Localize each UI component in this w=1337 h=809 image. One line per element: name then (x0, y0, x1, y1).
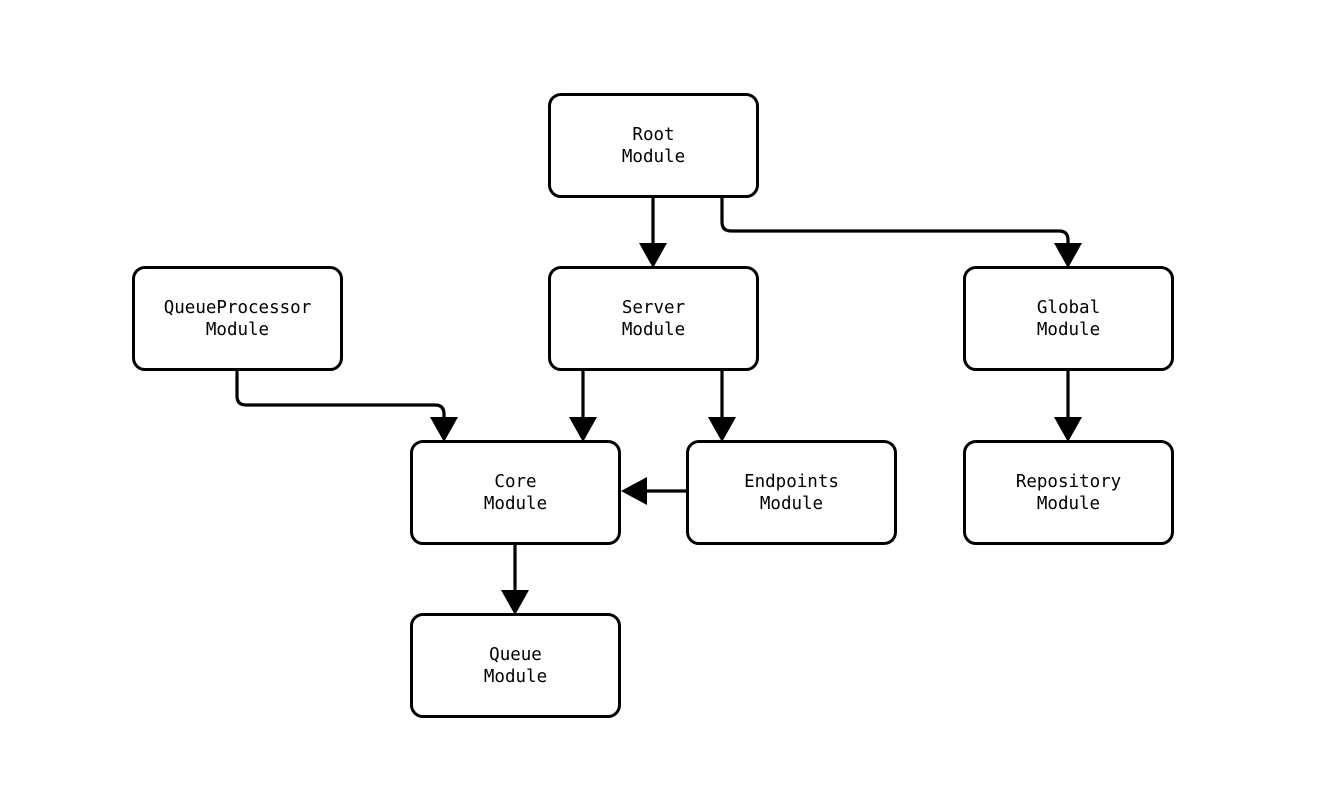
node-queue-module-label: Queue Module (483, 644, 548, 687)
node-repository-module[interactable]: Repository Module (963, 440, 1174, 545)
node-repository-module-label: Repository Module (1015, 471, 1122, 514)
node-root-module[interactable]: Root Module (548, 93, 759, 198)
node-global-module[interactable]: Global Module (963, 266, 1174, 371)
edge-endpoints-to-core (621, 477, 686, 505)
node-queueprocessor-module-label: QueueProcessor Module (163, 297, 312, 340)
edge-server-to-endpoints (708, 371, 736, 442)
node-core-module-label: Core Module (483, 471, 548, 514)
node-queue-module[interactable]: Queue Module (410, 613, 621, 718)
node-endpoints-module-label: Endpoints Module (744, 471, 839, 514)
edge-global-to-repository (1054, 371, 1082, 442)
node-global-module-label: Global Module (1036, 297, 1101, 340)
edge-core-to-queue (501, 545, 529, 615)
edge-queueprocessor-to-core (235, 371, 458, 442)
node-queueprocessor-module[interactable]: QueueProcessor Module (132, 266, 343, 371)
node-root-module-label: Root Module (621, 124, 686, 167)
node-endpoints-module[interactable]: Endpoints Module (686, 440, 897, 545)
node-server-module-label: Server Module (621, 297, 686, 340)
node-core-module[interactable]: Core Module (410, 440, 621, 545)
edge-root-to-server (639, 198, 667, 268)
edge-server-to-core (569, 371, 597, 442)
edge-root-to-global (720, 198, 1082, 268)
node-server-module[interactable]: Server Module (548, 266, 759, 371)
